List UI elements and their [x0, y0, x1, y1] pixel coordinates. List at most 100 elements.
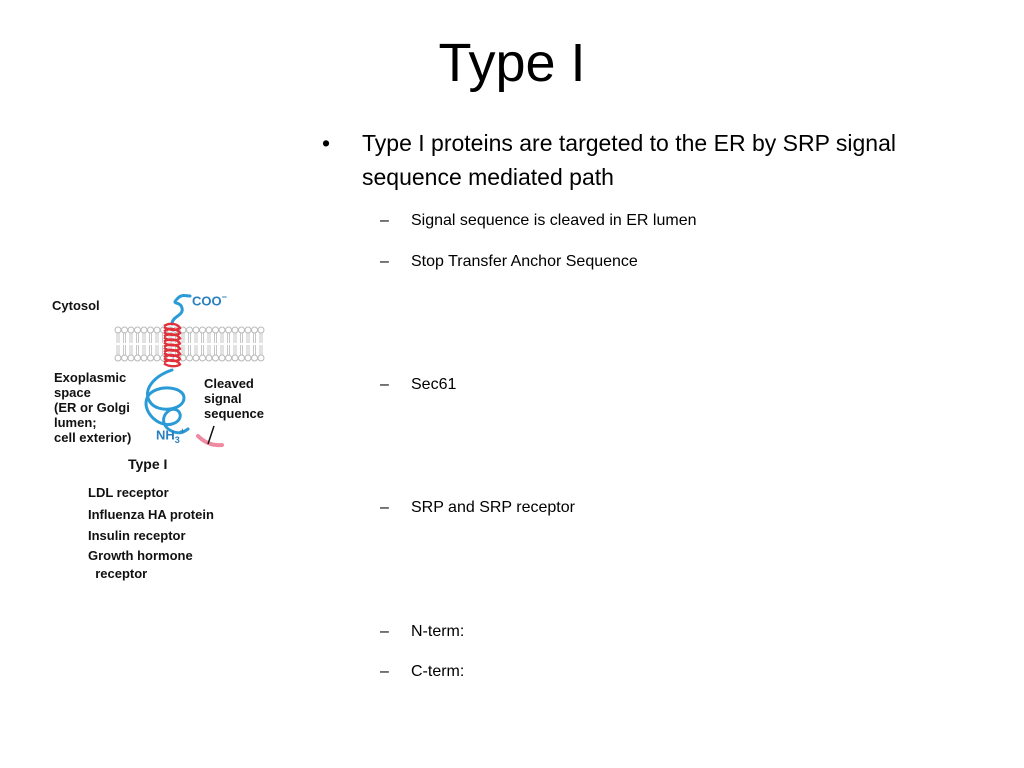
main-bullet-line-2: sequence mediated path [362, 164, 614, 190]
nh3-terminus-label: NH3+ [156, 424, 185, 448]
lipid-head [238, 326, 245, 334]
bullet-mark: • [322, 130, 331, 156]
lipid-head [238, 354, 245, 362]
slide-title: Type I [438, 33, 586, 93]
sub-bullet-text: Sec61 [411, 376, 457, 393]
dash-mark: – [380, 376, 389, 393]
dash-mark: – [380, 253, 389, 270]
lipid-head [127, 354, 135, 362]
lipid-tail [123, 345, 126, 355]
lipid-head [134, 354, 141, 362]
sub-bullet-text: N-term: [411, 623, 465, 640]
lipid-head [257, 354, 265, 362]
lipid-head [205, 326, 213, 334]
sub-bullet-text: Stop Transfer Anchor Sequence [411, 253, 638, 270]
lipid-tail [201, 333, 204, 343]
lipid-tail [188, 345, 191, 355]
lipid-head [199, 354, 206, 362]
cleavage-pointer [207, 425, 215, 445]
lipid-head [186, 326, 193, 334]
lipid-tail [253, 333, 256, 343]
lipid-head [147, 326, 154, 334]
lipid-tail [233, 345, 237, 355]
lipid-head [121, 354, 128, 362]
lipid-head [212, 326, 219, 334]
main-bullet: • Type I proteins are targeted to the ER… [318, 126, 998, 194]
dash-mark: – [380, 212, 389, 229]
lipid-head [147, 354, 154, 362]
lipid-tail [253, 345, 256, 355]
lipid-tail [181, 333, 185, 343]
lipid-head [153, 326, 161, 334]
sub-bullet-text: C-term: [411, 663, 465, 680]
lipid-head [218, 354, 226, 362]
lipid-head [192, 326, 200, 334]
lipid-head [244, 326, 252, 334]
lipid-tail [136, 333, 139, 343]
lipid-tail [227, 333, 230, 343]
lipid-tail [201, 345, 204, 355]
lipid-tail [233, 333, 237, 343]
lipid-head [134, 326, 141, 334]
lipid-tail [129, 333, 133, 343]
example-protein: LDL receptor [88, 485, 169, 500]
lipid-head [251, 326, 258, 334]
coo-charge: − [221, 292, 227, 302]
dash-mark: – [380, 623, 389, 640]
example-protein-list: LDL receptor Influenza HA protein Insuli… [88, 482, 214, 583]
lipid-tail [155, 333, 159, 343]
lipid-head [114, 326, 122, 334]
lipid-head [121, 326, 128, 334]
dash-mark: – [380, 663, 389, 680]
lipid-tail [259, 345, 263, 355]
lumenal-domain-chain [144, 368, 190, 435]
lipid-tail [246, 333, 250, 343]
transmembrane-helix [163, 322, 182, 368]
lipid-tail [240, 333, 243, 343]
lipid-tail [227, 345, 230, 355]
lipid-tail [214, 333, 217, 343]
sub-bullet-text: Signal sequence is cleaved in ER lumen [411, 212, 697, 229]
lipid-tail [207, 333, 211, 343]
cytosolic-tail-chain [170, 294, 192, 326]
lipid-tail [214, 345, 217, 355]
type-i-protein-diagram [114, 294, 265, 448]
lipid-tail [181, 345, 185, 355]
lipid-head [225, 326, 232, 334]
lipid-head [225, 354, 232, 362]
lipid-tail [142, 345, 146, 355]
lipid-head [153, 354, 161, 362]
lipid-head [231, 326, 239, 334]
lipid-head [140, 326, 148, 334]
lipid-tail [116, 333, 120, 343]
lipid-tail [188, 333, 191, 343]
lipid-tail [129, 345, 133, 355]
lipid-head [140, 354, 148, 362]
lipid-head [205, 354, 213, 362]
lipid-tail [142, 333, 146, 343]
lipid-tail [246, 345, 250, 355]
lipid-head [114, 354, 122, 362]
cleaved-signal-label: Cleaved signal sequence [204, 376, 264, 421]
lipid-tail [220, 333, 224, 343]
lipid-head [251, 354, 258, 362]
cytosol-label: Cytosol [52, 298, 100, 313]
lipid-head [192, 354, 200, 362]
lipid-head [212, 354, 219, 362]
lipid-tail [149, 333, 152, 343]
coo-terminus-label: COO− [192, 290, 227, 308]
lipid-tail [116, 345, 120, 355]
example-protein: Growth hormone receptor [88, 547, 193, 581]
lipid-tail [207, 345, 211, 355]
lipid-head [179, 354, 187, 362]
dash-mark: – [380, 499, 389, 516]
lipid-tail [123, 333, 126, 343]
lipid-tail [194, 345, 198, 355]
type-i-label: Type I [128, 456, 168, 472]
coo-text: COO [192, 293, 222, 309]
lipid-head [244, 354, 252, 362]
lipid-head [127, 326, 135, 334]
lipid-head [218, 326, 226, 334]
nh3-subscript: 3 [174, 434, 180, 445]
